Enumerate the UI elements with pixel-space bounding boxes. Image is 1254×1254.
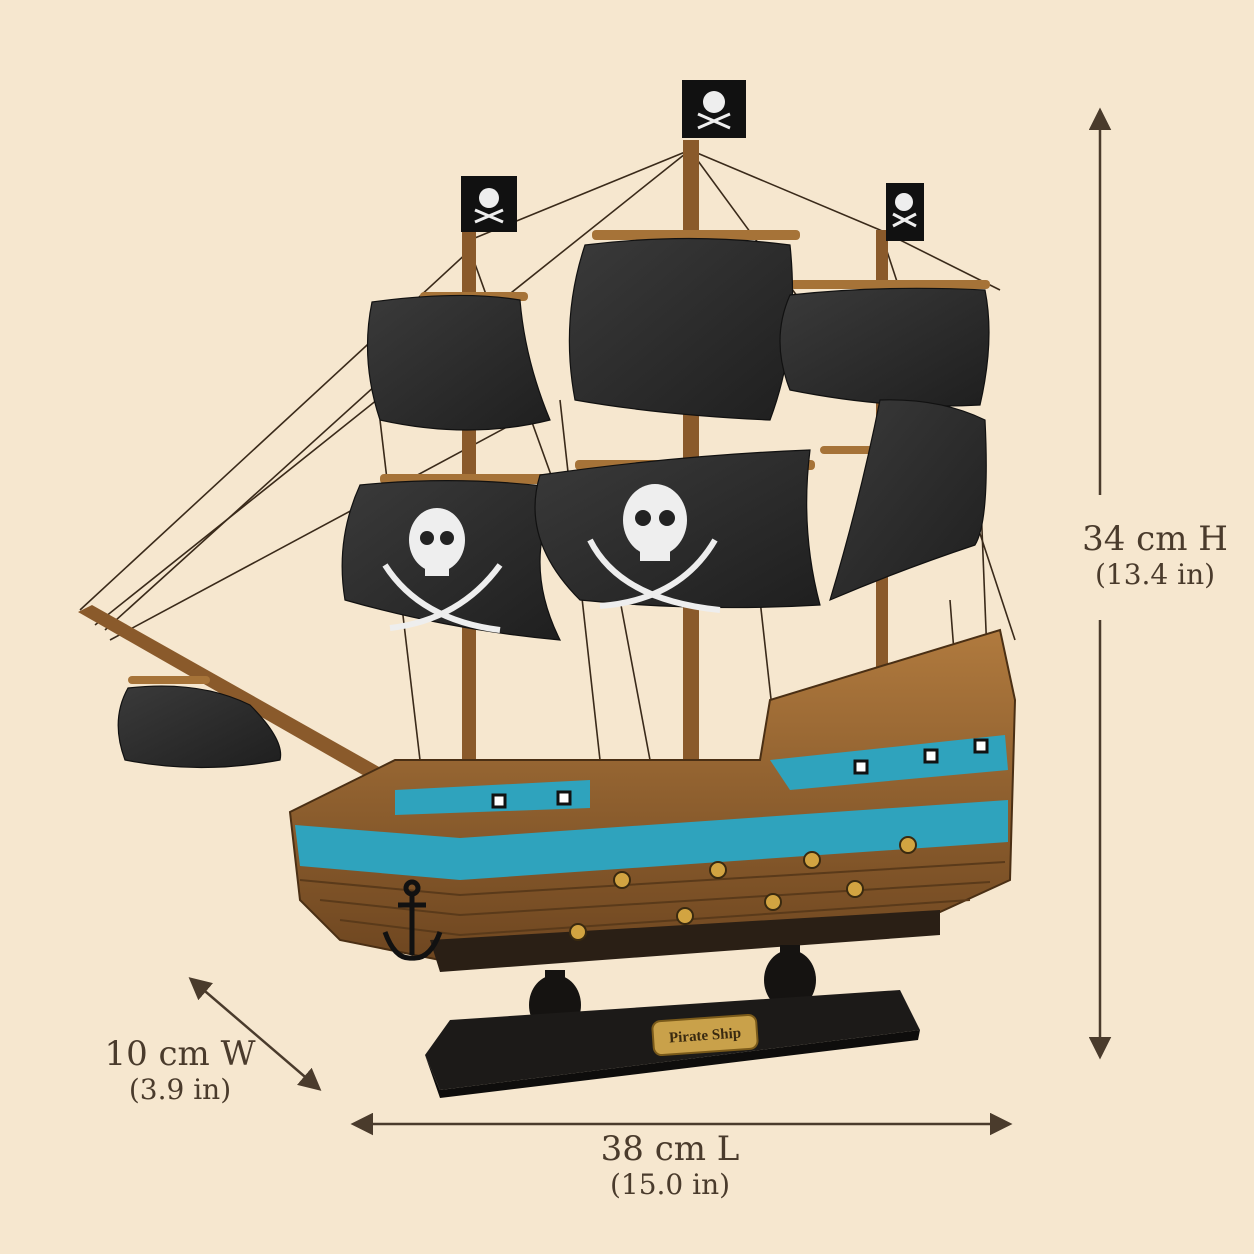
- mizzen-spanker-sail: [829, 399, 987, 602]
- fore-top-sail: [366, 294, 551, 431]
- hull-windows: [491, 738, 989, 809]
- skull-crossbones-icon: [587, 484, 721, 613]
- width-imperial: (3.9 in): [128, 1073, 232, 1107]
- main-top-sail: [568, 237, 794, 421]
- mizzen-top-sail: [779, 287, 990, 407]
- height-metric: 34 cm H: [1082, 519, 1228, 559]
- cannon-ports: [569, 836, 917, 941]
- width-metric: 10 cm W: [104, 1034, 256, 1074]
- name-plaque: Pirate Ship: [651, 1013, 759, 1057]
- width-dimension-label: 10 cm W (3.9 in): [80, 1034, 280, 1107]
- skull-crossbones-icon: [382, 508, 503, 633]
- width-dimension-arrow: [188, 977, 322, 1091]
- jib-sail: [117, 685, 282, 769]
- length-imperial: (15.0 in): [609, 1168, 731, 1202]
- hull-stripe: [295, 800, 1008, 880]
- length-dimension-label: 38 cm L (15.0 in): [560, 1129, 780, 1202]
- plaque-label: Pirate Ship: [669, 1026, 742, 1047]
- height-imperial: (13.4 in): [1094, 558, 1216, 592]
- hull-stripe: [770, 735, 1008, 790]
- hull: [288, 628, 1017, 972]
- anchor-icon: [382, 879, 443, 961]
- height-dimension-label: 34 cm H (13.4 in): [1060, 519, 1250, 592]
- length-metric: 38 cm L: [600, 1129, 740, 1169]
- flags: [461, 80, 924, 241]
- skull-flag-icon: [886, 183, 924, 241]
- display-stand: Pirate Ship: [425, 945, 920, 1098]
